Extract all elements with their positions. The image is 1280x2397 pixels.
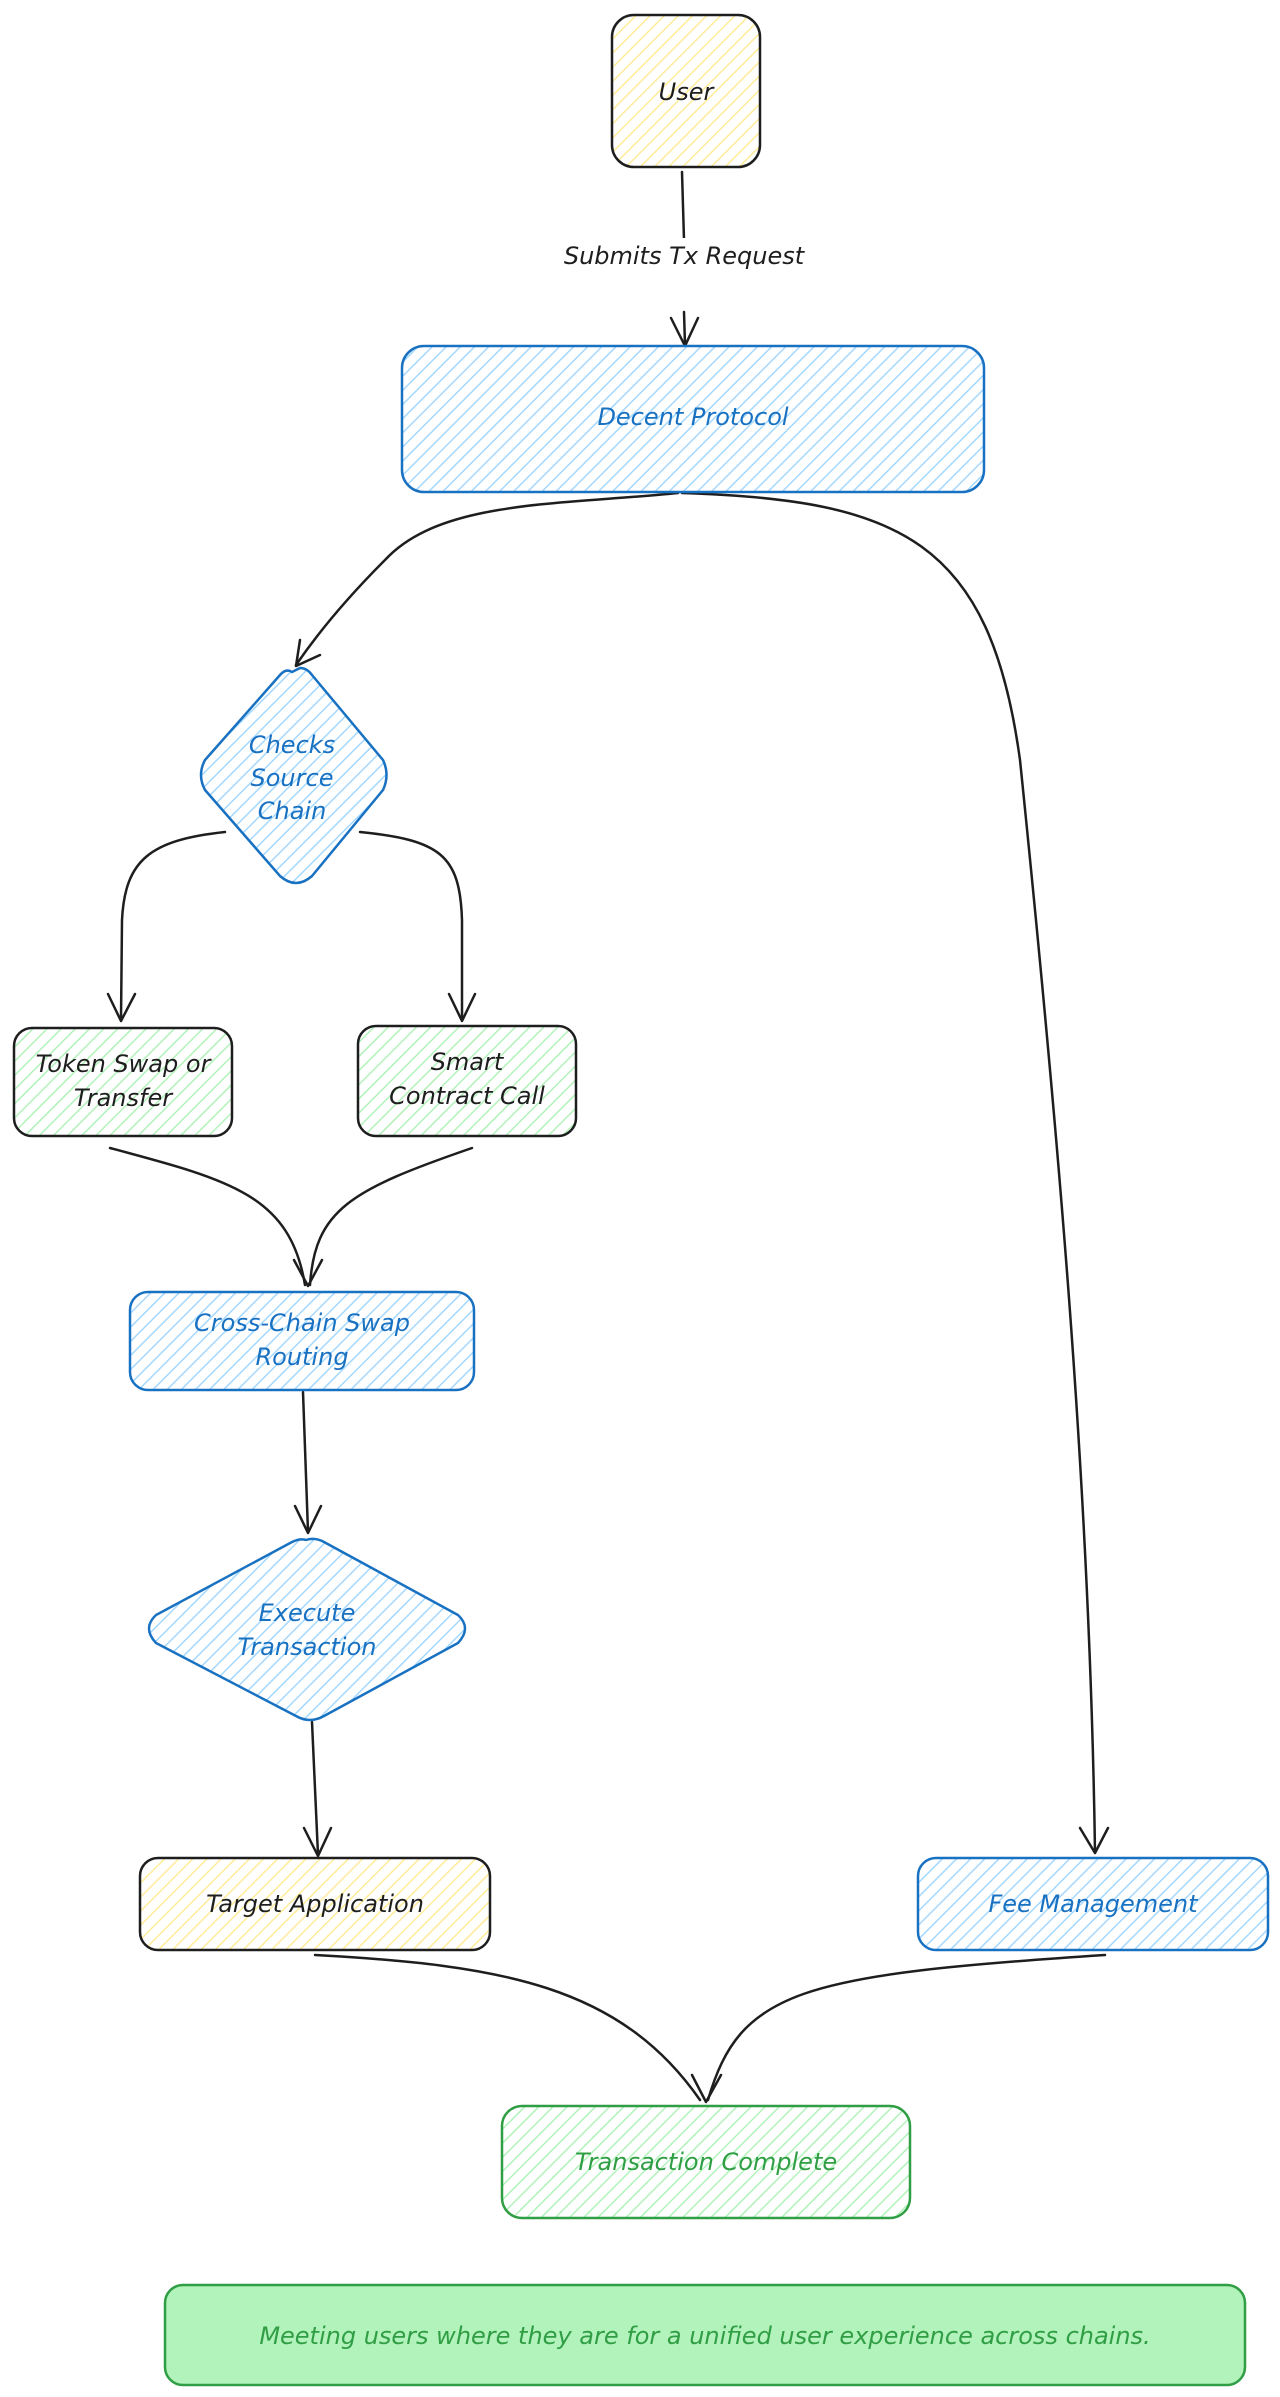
- node-cross-chain-routing[interactable]: Cross-Chain Swap Routing: [128, 1290, 476, 1392]
- edge-target-to-complete: [313, 1953, 702, 2102]
- node-fee-management[interactable]: Fee Management: [916, 1856, 1270, 1952]
- edge-checks-to-smart: [358, 830, 477, 1023]
- edge-fee-to-complete: [690, 1953, 1107, 2104]
- node-token-swap[interactable]: Token Swap or Transfer: [12, 1026, 234, 1138]
- node-checks-label-line-3: Chain: [258, 797, 327, 825]
- node-smart-contract[interactable]: Smart Contract Call: [356, 1024, 578, 1138]
- node-decent-protocol[interactable]: Decent Protocol: [400, 344, 986, 494]
- node-execute-transaction[interactable]: Execute Transaction: [147, 1537, 467, 1722]
- node-transaction-complete-label: Transaction Complete: [575, 2148, 837, 2176]
- edge-crosschain-to-execute: [293, 1390, 323, 1535]
- node-target-application-label: Target Application: [206, 1890, 424, 1918]
- node-checks-source-chain[interactable]: Checks Source Chain: [199, 666, 388, 885]
- edge-smart-to-crosschain: [292, 1146, 474, 1288]
- node-cross-chain-label-line-2: Routing: [255, 1343, 348, 1371]
- node-user-label: User: [659, 78, 716, 106]
- node-checks-label-line-2: Source: [251, 764, 334, 792]
- node-target-application[interactable]: Target Application: [138, 1856, 492, 1952]
- node-cross-chain-label-line-1: Cross-Chain Swap: [194, 1309, 410, 1337]
- footer-banner: Meeting users where they are for a unifi…: [163, 2283, 1247, 2387]
- edge-execute-to-target: [302, 1720, 333, 1858]
- node-smart-contract-label-line-2: Contract Call: [389, 1082, 545, 1110]
- node-user[interactable]: User: [610, 13, 762, 169]
- edges: [106, 170, 1110, 2104]
- node-smart-contract-label-line-1: Smart: [431, 1048, 505, 1076]
- node-token-swap-label-line-2: Transfer: [74, 1084, 174, 1112]
- edge-label-backdrop: [548, 238, 820, 274]
- node-checks-label-line-1: Checks: [249, 731, 335, 759]
- node-fee-management-label: Fee Management: [988, 1890, 1199, 1918]
- footer-text: Meeting users where they are for a unifi…: [259, 2322, 1150, 2350]
- node-decent-protocol-label: Decent Protocol: [597, 403, 788, 431]
- node-token-swap-label-line-1: Token Swap or: [36, 1050, 213, 1078]
- node-execute-label-line-1: Execute: [259, 1599, 356, 1627]
- edge-checks-to-token: [106, 830, 227, 1023]
- edge-protocol-to-checks: [294, 491, 680, 668]
- edge-label-submits-tx: Submits Tx Request: [564, 242, 806, 270]
- edge-token-to-crosschain: [108, 1146, 307, 1287]
- node-transaction-complete[interactable]: Transaction Complete: [500, 2104, 912, 2220]
- node-execute-label-line-2: Transaction: [238, 1633, 377, 1661]
- edge-protocol-to-fee: [680, 491, 1110, 1855]
